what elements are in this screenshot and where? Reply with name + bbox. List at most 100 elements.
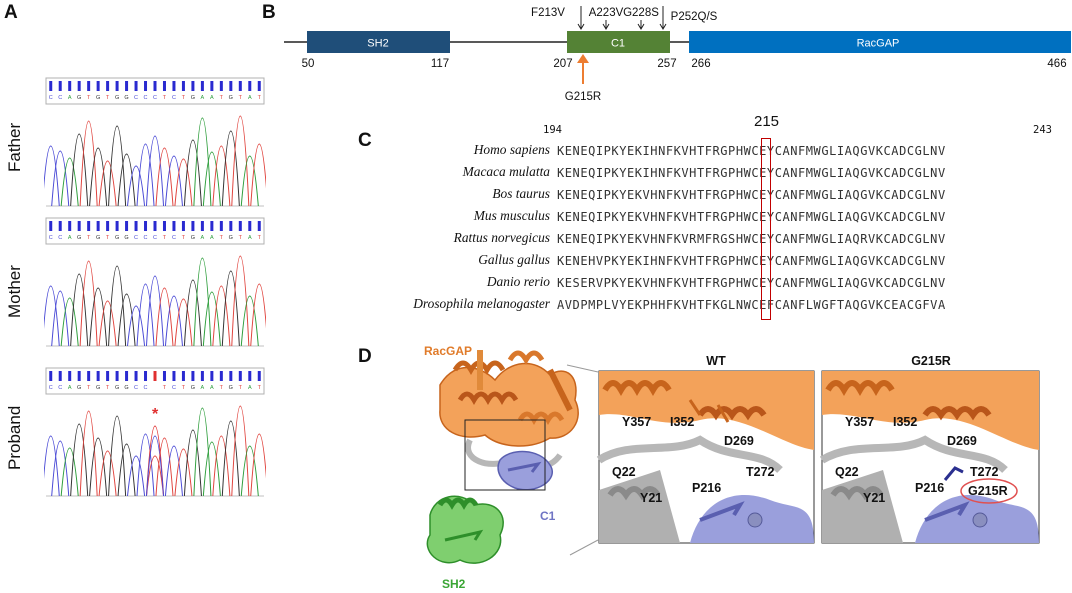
pos-207: 207 <box>553 58 572 70</box>
quality-bar <box>77 81 81 91</box>
trace-peak <box>108 265 127 347</box>
species-danio-rerio: Danio rerio <box>486 274 550 289</box>
quality-bar <box>172 221 176 231</box>
quality-bar <box>162 371 166 381</box>
mutation-asterisk: * <box>152 406 159 423</box>
pos-50: 50 <box>302 58 315 70</box>
trace-peak <box>44 285 60 347</box>
mutant-residue-g215r: G215R <box>968 484 1008 498</box>
quality-bar <box>257 221 261 231</box>
row-label-proband: Proband <box>5 405 24 470</box>
trace-peak <box>117 443 136 497</box>
trace-peak <box>221 270 240 347</box>
quality-bar <box>134 81 138 91</box>
quality-bar <box>96 221 100 231</box>
mutant-residue-q22: Q22 <box>835 465 859 479</box>
base-call: T <box>106 385 110 391</box>
wt-residue-i352: I352 <box>670 415 694 429</box>
base-call: C <box>172 235 176 241</box>
quality-bar <box>219 371 223 381</box>
trace-peak <box>60 157 79 207</box>
pos-257: 257 <box>657 58 676 70</box>
base-call: T <box>106 95 110 101</box>
base-call: T <box>182 235 186 241</box>
quality-bar <box>219 221 223 231</box>
pos-266: 266 <box>691 58 710 70</box>
trace-peak <box>145 275 165 347</box>
base-call: T <box>239 95 243 101</box>
quality-bar <box>162 81 166 91</box>
trace-peak <box>155 287 174 347</box>
base-call: C <box>134 95 138 101</box>
mutation-highlight-oval <box>960 478 1018 504</box>
mutant-title: G215R <box>911 354 951 368</box>
base-call: T <box>87 235 91 241</box>
overview-structure <box>426 350 599 564</box>
quality-bar <box>49 371 53 381</box>
base-call: C <box>49 235 53 241</box>
quality-bar <box>49 81 53 91</box>
quality-bar <box>115 81 119 91</box>
base-call: T <box>106 235 110 241</box>
quality-bar <box>248 221 252 231</box>
quality-bar <box>248 371 252 381</box>
base-call: T <box>220 385 224 391</box>
base-call: T <box>258 235 262 241</box>
trace-peak <box>202 151 221 207</box>
base-call: C <box>134 385 138 391</box>
wt-residue-p216: P216 <box>692 481 721 495</box>
trace-peak <box>231 405 250 497</box>
trace-peak <box>127 165 146 207</box>
mutant-residue-y357: Y357 <box>845 415 874 429</box>
quality-bar <box>191 81 195 91</box>
domain-sh2 <box>307 31 450 53</box>
quality-bar <box>172 81 176 91</box>
mutant-residue-d269: D269 <box>947 434 977 448</box>
base-call: C <box>49 95 53 101</box>
base-call: G <box>77 385 81 391</box>
base-call: A <box>248 385 252 391</box>
domain-racgap <box>689 31 1071 53</box>
variant-g215r-arrowhead <box>577 54 589 63</box>
base-call: G <box>124 95 128 101</box>
species-gallus-gallus: Gallus gallus <box>478 252 550 267</box>
base-call: G <box>229 95 233 101</box>
panel-letter-c: C <box>358 130 372 151</box>
trace-peak <box>79 410 98 497</box>
quality-bar <box>238 221 242 231</box>
trace-peak <box>89 437 108 497</box>
panel-letter-a: A <box>4 2 18 23</box>
trace-peak <box>136 143 155 207</box>
quality-bar <box>125 81 129 91</box>
quality-bar <box>181 371 185 381</box>
quality-bar <box>153 81 157 91</box>
base-call: A <box>210 385 214 391</box>
variant-g215r-label: G215R <box>565 91 601 103</box>
trace-peak <box>202 291 221 347</box>
domain-diagram: SH2 C1 RacGAP 50 117 207 257 266 466 F21… <box>284 6 1071 103</box>
variant-f213v-label: F213V <box>531 7 565 19</box>
wt-title: WT <box>706 354 726 368</box>
trace-peak <box>108 415 127 497</box>
trace-peak <box>164 295 183 347</box>
quality-bar <box>144 371 148 381</box>
quality-bar <box>125 371 129 381</box>
panel-letter-b: B <box>262 2 276 23</box>
wt-zoom-panel <box>596 370 815 544</box>
species-homo-sapiens: Homo sapiens <box>473 142 550 157</box>
sequence-homo-sapiens: KENEQIPKYEKIHNFKVHTFRGPHWCEYCANFMWGLIAQG… <box>557 144 946 158</box>
trace-peak <box>250 433 266 497</box>
trace-peak <box>51 440 70 497</box>
variant-p252qs-arrowhead <box>659 23 667 30</box>
zoom-region-box <box>464 419 546 491</box>
base-call: T <box>182 385 186 391</box>
trace-peak <box>60 447 79 497</box>
quality-bar <box>200 221 204 231</box>
trace-peak <box>98 300 117 347</box>
species-drosophila-melanogaster: Drosophila melanogaster <box>413 296 550 311</box>
trace-peak <box>117 293 136 347</box>
trace-peak <box>51 290 70 347</box>
mutant-residue-y21: Y21 <box>863 491 885 505</box>
quality-bar <box>200 81 204 91</box>
quality-bar <box>238 81 242 91</box>
